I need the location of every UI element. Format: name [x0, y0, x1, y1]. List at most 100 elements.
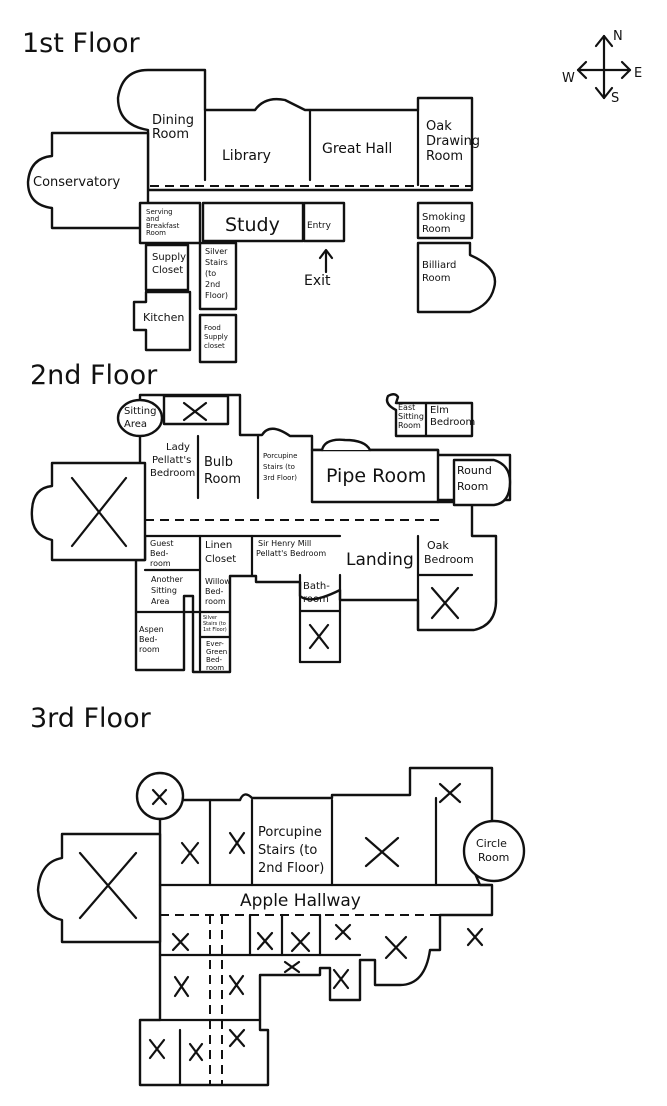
porcupine-stairs-label-1: Porcupine: [263, 452, 297, 460]
serving-label-3: Breakfast: [146, 222, 180, 230]
round-room-label-1: Round: [457, 464, 492, 477]
bathroom-label-2: room: [303, 594, 329, 605]
circle-room-label-2: Room: [478, 851, 509, 864]
another-sitting-label-3: Area: [151, 597, 170, 606]
bulb-room-label-2: Room: [204, 472, 241, 487]
svg-text:Bath-room: Bath-room: [303, 581, 330, 605]
first-floor-heading: 1st Floor: [22, 28, 140, 59]
supply-closet-label-2: Closet: [152, 265, 183, 276]
sitting-area-label-1: Sitting: [124, 406, 156, 417]
porcupine-3-label-3: 2nd Floor): [258, 861, 324, 876]
willow-bedroom-label-1: Willow: [205, 577, 231, 586]
pipe-room-label: Pipe Room: [326, 465, 426, 487]
supply-closet-label-1: Supply: [152, 252, 186, 263]
silver-stairs-2-label-2: Stairs (to: [203, 621, 226, 627]
silver-stairs-label-1: Silver: [205, 247, 228, 256]
willow-bedroom-label-2: Bed-: [205, 587, 223, 596]
exit-label: Exit: [304, 273, 331, 289]
bathroom-label-1: Bath-: [303, 581, 330, 592]
compass-east: E: [634, 66, 642, 81]
silver-stairs-label-2: Stairs: [205, 258, 228, 267]
oak-bedroom-label-1: Oak: [427, 539, 449, 552]
billiard-room-label-1: Billiard: [422, 260, 456, 271]
smoking-room-label-1: Smoking: [422, 212, 465, 223]
aspen-bedroom-label-2: Bed-: [139, 635, 157, 644]
compass-icon: N S E W: [562, 29, 642, 106]
porcupine-3-label-2: Stairs (to: [258, 843, 317, 858]
library-label: Library: [222, 148, 271, 164]
circle-room-label-1: Circle: [476, 837, 507, 850]
dining-room-label-2: Room: [152, 127, 189, 142]
silver-stairs-2-label-1: Silver: [203, 615, 218, 621]
great-hall-label: Great Hall: [322, 141, 392, 157]
east-sitting-label-2: Sitting: [398, 412, 424, 421]
evergreen-label-1: Ever-: [206, 640, 224, 648]
food-supply-label-2: Supply: [204, 333, 228, 341]
silver-stairs-label-3: (to: [205, 269, 216, 278]
porcupine-stairs-label-2: Stairs (to: [263, 463, 295, 471]
aspen-bedroom-label-3: room: [139, 645, 160, 654]
evergreen-label-4: room: [206, 664, 224, 672]
landing-label: Landing: [346, 550, 414, 570]
lady-pellatt-label-3: Bedroom: [150, 468, 195, 479]
silver-stairs-label-5: Floor): [205, 291, 228, 300]
third-floor-heading: 3rd Floor: [30, 703, 152, 734]
sir-henry-label-2: Pellatt's Bedroom: [256, 549, 326, 558]
east-sitting-label-1: East: [398, 403, 415, 412]
oak-drawing-room-label-1: Oak: [426, 119, 452, 134]
study-label: Study: [225, 214, 280, 236]
linen-closet-label-1: Linen: [205, 540, 232, 551]
sitting-area-label-2: Area: [124, 419, 147, 430]
sir-henry-label-1: Sir Henry Mill: [258, 539, 311, 548]
silver-stairs-2-label-3: 1st Floor): [203, 627, 227, 633]
kitchen-label: Kitchen: [143, 311, 184, 324]
conservatory-label: Conservatory: [33, 175, 120, 190]
compass-south: S: [611, 91, 619, 106]
compass-west: W: [562, 71, 575, 86]
elm-bedroom-label-1: Elm: [430, 405, 449, 416]
apple-hallway-label: Apple Hallway: [240, 891, 361, 911]
evergreen-label-3: Bed-: [206, 656, 223, 664]
lady-pellatt-label-1: Lady: [166, 442, 190, 453]
serving-label-4: Room: [146, 229, 166, 237]
serving-label-1: Serving: [146, 208, 173, 216]
guest-bedroom-label-1: Guest: [150, 539, 174, 548]
oak-bedroom-label-2: Bedroom: [424, 553, 474, 566]
willow-bedroom-label-3: room: [205, 597, 226, 606]
east-sitting-label-3: Room: [398, 421, 421, 430]
compass-north: N: [613, 29, 623, 44]
another-sitting-label-2: Sitting: [151, 586, 177, 595]
aspen-bedroom-label-1: Aspen: [139, 625, 164, 634]
food-supply-label-1: Food: [204, 324, 221, 332]
entry-label: Entry: [307, 221, 332, 231]
food-supply-label-3: closet: [204, 342, 225, 350]
oak-drawing-room-label-2: Drawing: [426, 134, 480, 149]
oak-drawing-room-label-3: Room: [426, 149, 463, 164]
linen-closet-label-2: Closet: [205, 554, 236, 565]
silver-stairs-label-4: 2nd: [205, 280, 220, 289]
